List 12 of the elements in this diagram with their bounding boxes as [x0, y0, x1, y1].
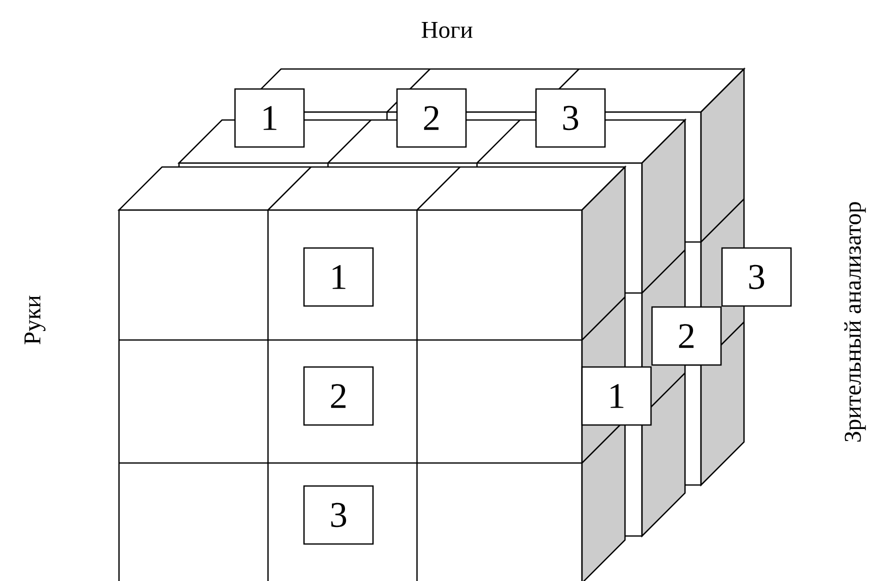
number-box: 2: [651, 306, 722, 366]
number-box: 2: [396, 88, 467, 148]
number-box: 3: [535, 88, 606, 148]
number-box: 2: [303, 366, 374, 426]
axis-label: Ноги: [422, 22, 472, 38]
number-box: 1: [234, 88, 305, 148]
number-box: 1: [303, 247, 374, 307]
number-box: 3: [303, 485, 374, 545]
axis-label: Руки: [24, 296, 46, 344]
number-box: 1: [581, 366, 652, 426]
axis-label: Зрительный анализатор: [844, 202, 866, 442]
number-box: 3: [721, 247, 792, 307]
